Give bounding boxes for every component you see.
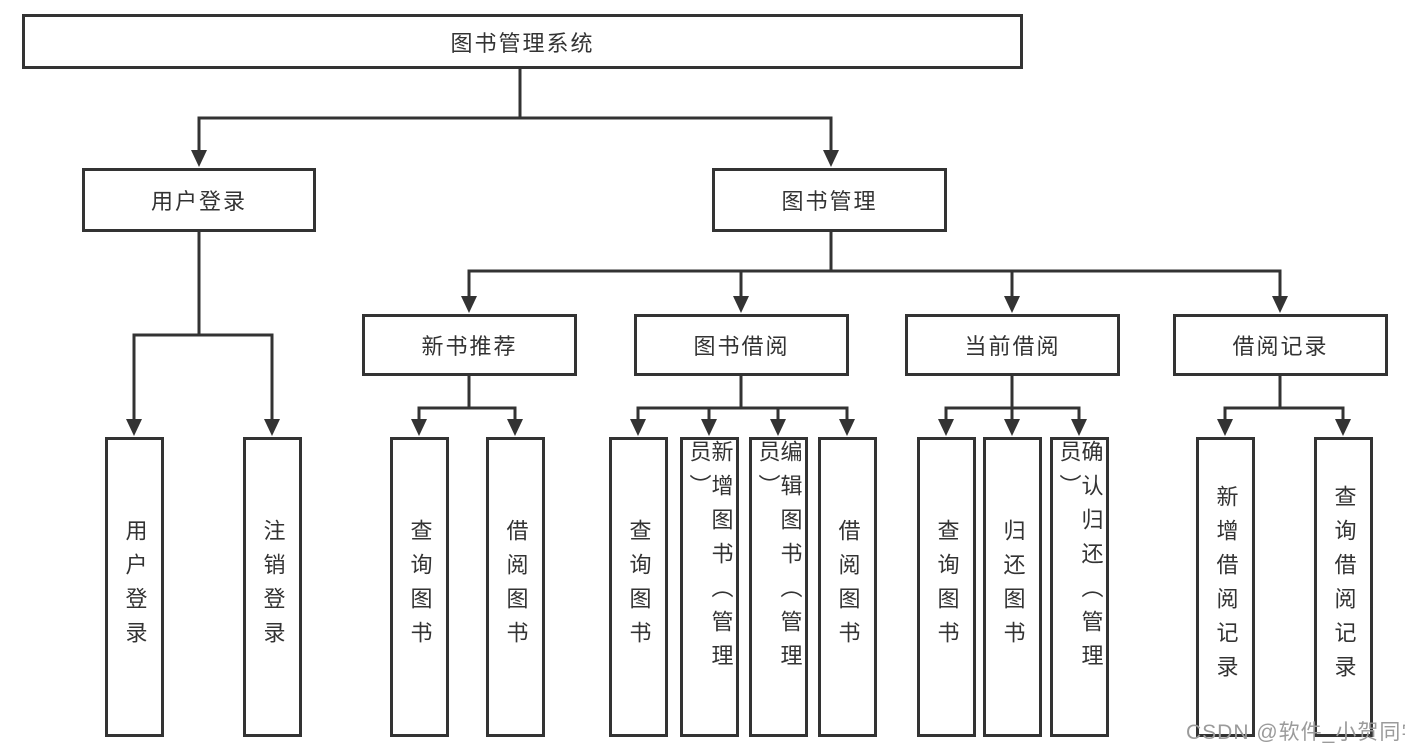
arrowhead-icon: [264, 419, 280, 436]
arrowhead-icon: [461, 296, 477, 313]
arrowhead-icon: [126, 419, 142, 436]
leaf-current-query: 查询图书: [917, 437, 976, 737]
leaf-newbook-borrow: 借阅图书: [486, 437, 545, 737]
node-book-management: 图书管理: [712, 168, 947, 232]
leaf-records-add: 新增借阅记录: [1196, 437, 1255, 737]
connector-user-login-to-leaves: [132, 230, 274, 423]
arrowhead-icon: [1272, 296, 1288, 313]
connector-book-management-to-level3: [467, 230, 1282, 300]
leaf-user-login: 用户登录: [105, 437, 164, 737]
leaf-records-query: 查询借阅记录: [1314, 437, 1373, 737]
arrowhead-icon: [770, 419, 786, 436]
arrowhead-icon: [733, 296, 749, 313]
leaf-borrow-edit-admin: 编辑图书（管理员）: [749, 437, 808, 737]
arrowheads: [126, 150, 1351, 436]
leaf-borrow-borrow: 借阅图书: [818, 437, 877, 737]
arrowhead-icon: [1004, 419, 1020, 436]
node-book-borrow: 图书借阅: [634, 314, 849, 376]
node-borrow-records: 借阅记录: [1173, 314, 1388, 376]
arrowhead-icon: [839, 419, 855, 436]
arrowhead-icon: [1217, 419, 1233, 436]
leaf-current-return: 归还图书: [983, 437, 1042, 737]
arrowhead-icon: [191, 150, 207, 167]
connector-paths: [132, 66, 1345, 423]
arrowhead-icon: [630, 419, 646, 436]
connector-borrow-records-to-leaves: [1223, 374, 1345, 423]
leaf-borrow-query: 查询图书: [609, 437, 668, 737]
connector-current-borrow-to-leaves: [944, 374, 1081, 423]
arrowhead-icon: [938, 419, 954, 436]
leaf-borrow-add-admin: 新增图书（管理员）: [680, 437, 739, 737]
watermark: CSDN @软件_小贺同学: [1186, 721, 1405, 744]
connector-book-borrow-to-leaves: [636, 374, 849, 423]
arrowhead-icon: [823, 150, 839, 167]
node-new-book-recommend: 新书推荐: [362, 314, 577, 376]
arrowhead-icon: [1071, 419, 1087, 436]
arrowhead-icon: [507, 419, 523, 436]
leaf-logout: 注销登录: [243, 437, 302, 737]
node-root: 图书管理系统: [22, 14, 1023, 69]
arrowhead-icon: [1004, 296, 1020, 313]
connector-root-to-level2: [197, 66, 833, 154]
leaf-newbook-query: 查询图书: [390, 437, 449, 737]
arrowhead-icon: [1335, 419, 1351, 436]
node-user-login: 用户登录: [82, 168, 316, 232]
arrowhead-icon: [411, 419, 427, 436]
leaf-current-confirm-admin: 确认归还（管理员）: [1050, 437, 1109, 737]
node-current-borrow: 当前借阅: [905, 314, 1120, 376]
arrowhead-icon: [701, 419, 717, 436]
connector-new-book-to-leaves: [417, 374, 517, 423]
